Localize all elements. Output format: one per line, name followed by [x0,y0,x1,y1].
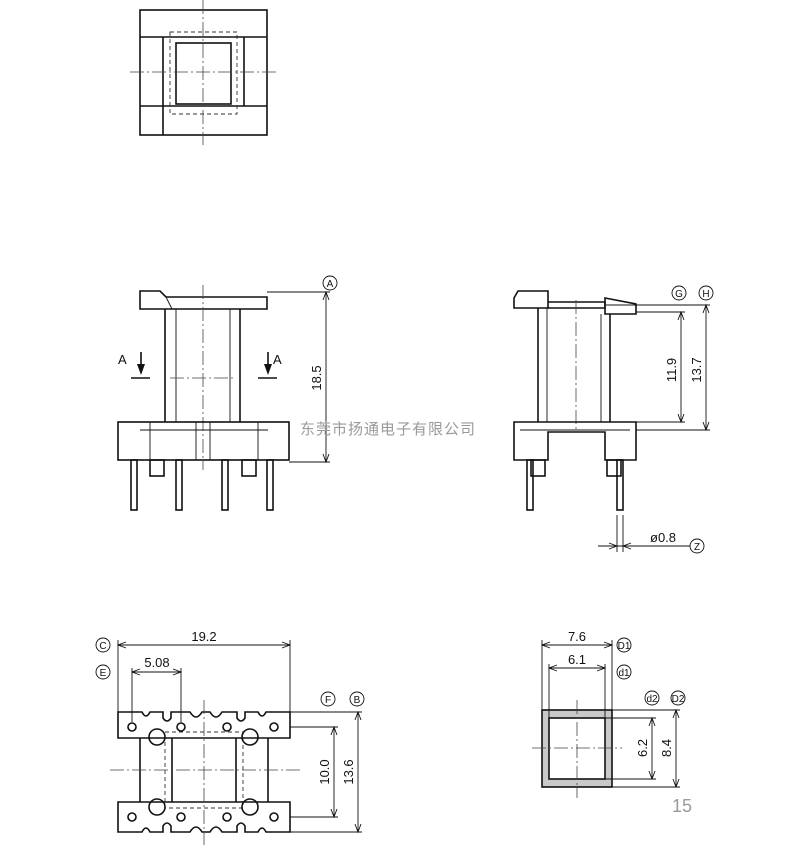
tag-h: H [702,289,709,300]
dim-section-inner-height: 6.2 [635,739,650,757]
section-marker-left: A [118,352,150,379]
section-marker-right: A [258,352,282,379]
tag-f: F [325,695,331,706]
dim-section-outer-height: 8.4 [659,739,674,757]
dim-bottom-outer-height: 13.6 [341,759,356,784]
tag-a: A [327,279,334,290]
tag-d1-upper: D1 [618,641,631,652]
top-view [130,0,278,145]
front-view: A A 18.5 A [117,275,338,511]
section-view: 7.6 6.1 D1 d1 6.2 8.4 d2 D2 [532,629,686,798]
pin-holes [127,722,279,822]
tag-b: B [354,695,361,706]
dim-pin-diameter: ø0.8 [650,530,676,545]
tag-d2-lower: d2 [646,694,658,705]
dim-pin-pitch: 5.08 [144,655,169,670]
company-watermark: 东莞市扬通电子有限公司 [300,420,476,438]
dim-side-inner: 11.9 [664,358,679,382]
dim-front-height: 18.5 [309,365,324,390]
dim-section-inner-width: 6.1 [568,652,586,667]
side-view: 11.9 13.7 G H ø0.8 Z [513,285,714,554]
top-view-outline [139,9,268,136]
tag-d1-lower: d1 [618,668,630,679]
dim-bottom-width: 19.2 [191,629,216,644]
dim-section-outer-width: 7.6 [568,629,586,644]
page-number: 15 [672,796,692,816]
section-label-right: A [273,352,282,367]
tag-d2-upper: D2 [672,694,685,705]
bottom-view: 19.2 C 5.08 E 10.0 13.6 F B [95,629,365,845]
dim-side-outer: 13.7 [689,357,704,382]
dim-bottom-inner-height: 10.0 [317,759,332,784]
tag-z: Z [694,542,700,553]
tag-g: G [675,289,683,300]
section-label-left: A [118,352,127,367]
tag-e: E [100,668,107,679]
tag-c: C [99,641,106,652]
